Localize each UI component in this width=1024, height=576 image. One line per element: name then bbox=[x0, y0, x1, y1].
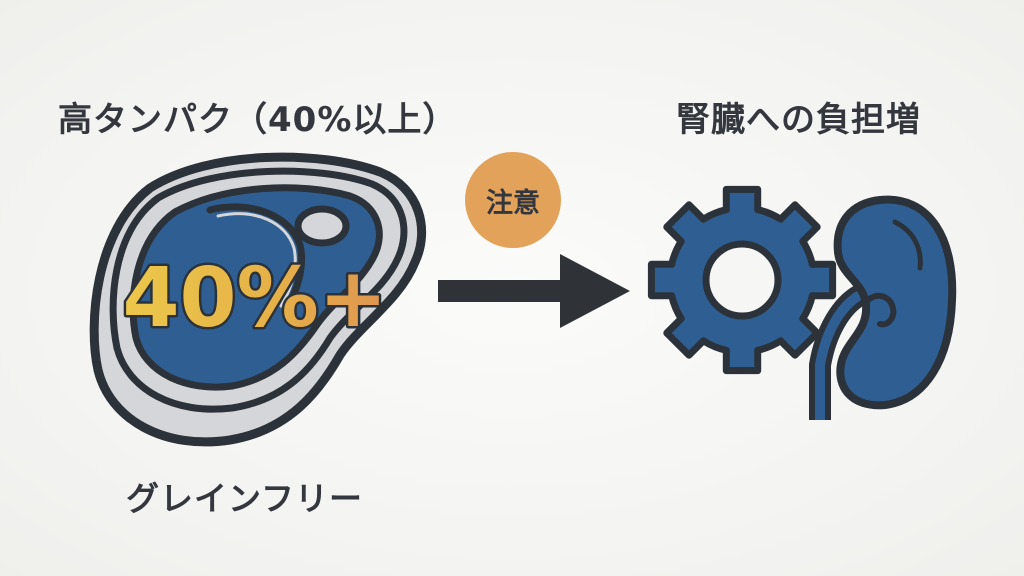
steak-icon bbox=[89, 152, 426, 447]
caution-badge: 注意 bbox=[465, 152, 561, 248]
gear-icon bbox=[647, 185, 837, 375]
caution-badge-label: 注意 bbox=[486, 187, 540, 219]
right-title: 腎臓への負担増 bbox=[676, 100, 921, 140]
kidney-icon bbox=[809, 195, 957, 420]
left-title: 高タンパク（40%以上） bbox=[58, 100, 458, 140]
protein-percentage-badge: 40%+ bbox=[123, 251, 388, 346]
arrow-right-icon bbox=[438, 254, 630, 328]
grain-free-label: グレインフリー bbox=[126, 479, 364, 518]
